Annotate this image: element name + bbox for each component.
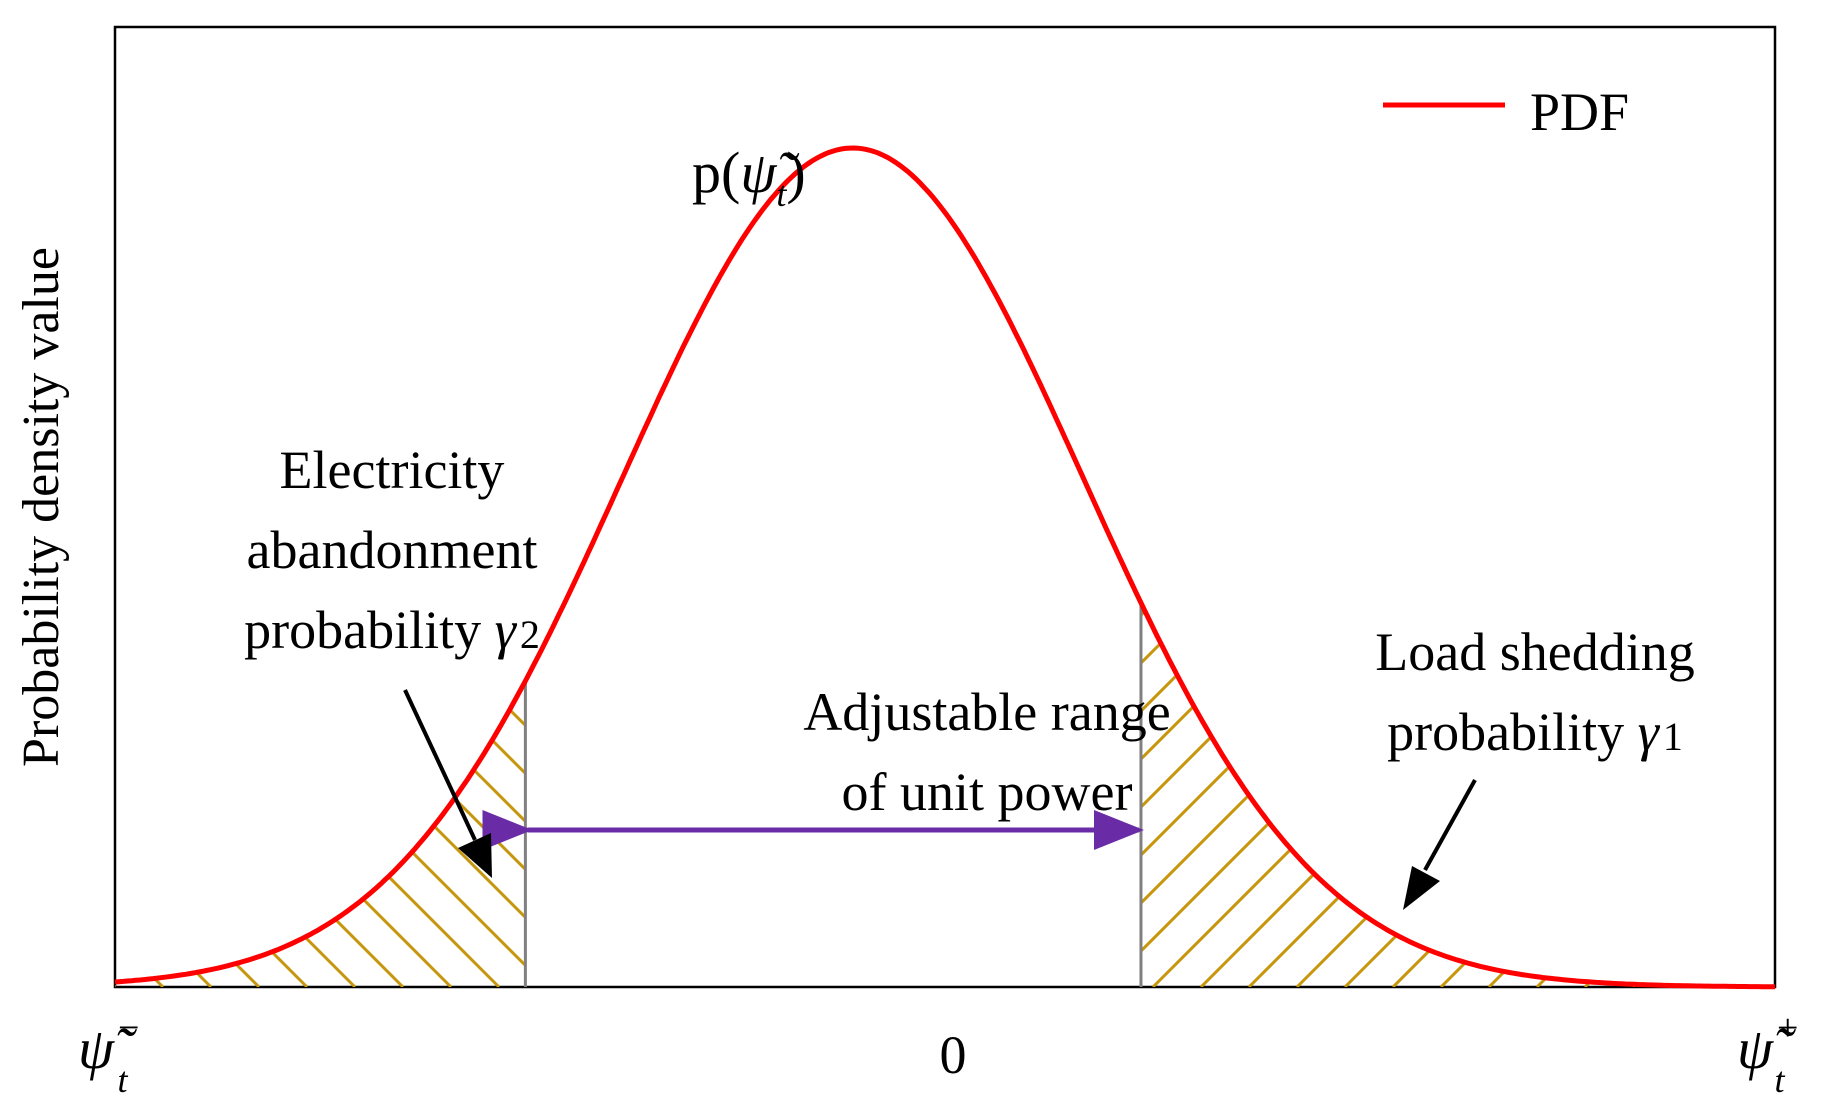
x-tick-center: 0 <box>940 1025 967 1085</box>
right-hatch-line <box>1439 602 1775 987</box>
right-hatch-line <box>1583 602 1775 987</box>
left-hatch-line <box>115 680 526 987</box>
right-hatch-line <box>1295 602 1775 987</box>
left-hatch-line <box>509 680 526 987</box>
right-hatch-line <box>1141 602 1527 987</box>
right-pointer-arrow <box>1403 779 1477 910</box>
plot-frame <box>113 25 1777 989</box>
adjustable-range-label-1: Adjustable range <box>803 682 1170 742</box>
y-axis-label: Probability density value <box>13 247 70 767</box>
right-hatch-line <box>1141 602 1775 987</box>
right-hatch-line <box>1141 602 1767 987</box>
right-hatch-line <box>1631 602 1775 987</box>
right-hatch-line <box>1151 602 1775 987</box>
left-label-1: Electricity <box>280 440 505 500</box>
x-tick-left: ψ̃−t <box>78 1007 139 1100</box>
right-hatch-line <box>1141 602 1775 987</box>
curve-label: p(ψ̃t) <box>692 140 806 214</box>
legend-label: PDF <box>1530 82 1629 142</box>
right-hatch-line <box>1141 602 1479 987</box>
right-hatch-line <box>1141 602 1575 987</box>
right-hatch-line <box>1141 602 1775 987</box>
right-hatch-line <box>1141 602 1623 987</box>
right-hatch-line <box>1487 602 1775 987</box>
left-label-2: abandonment <box>247 520 538 580</box>
left-hatch-region <box>115 680 526 987</box>
adjustable-range-label-2: of unit power <box>842 762 1133 822</box>
right-hatch-line <box>1247 602 1775 987</box>
right-hatch-line <box>1679 602 1775 987</box>
right-hatch-line <box>1141 602 1775 987</box>
right-label-1: Load shedding <box>1375 622 1694 682</box>
right-hatch-line <box>1141 602 1383 987</box>
right-hatch-line <box>1141 602 1335 987</box>
x-tick-right: ψ̃+t <box>1737 1007 1798 1100</box>
pdf-curve <box>114 145 1775 990</box>
left-hatch-line <box>413 680 526 987</box>
right-hatch-line <box>1141 602 1671 987</box>
right-hatch-line <box>1391 602 1775 987</box>
right-hatch-line <box>1141 602 1775 987</box>
right-hatch-line <box>1535 602 1775 987</box>
right-hatch-line <box>1343 602 1775 987</box>
left-pointer-arrow <box>403 689 492 878</box>
right-hatch-line <box>1727 602 1775 987</box>
